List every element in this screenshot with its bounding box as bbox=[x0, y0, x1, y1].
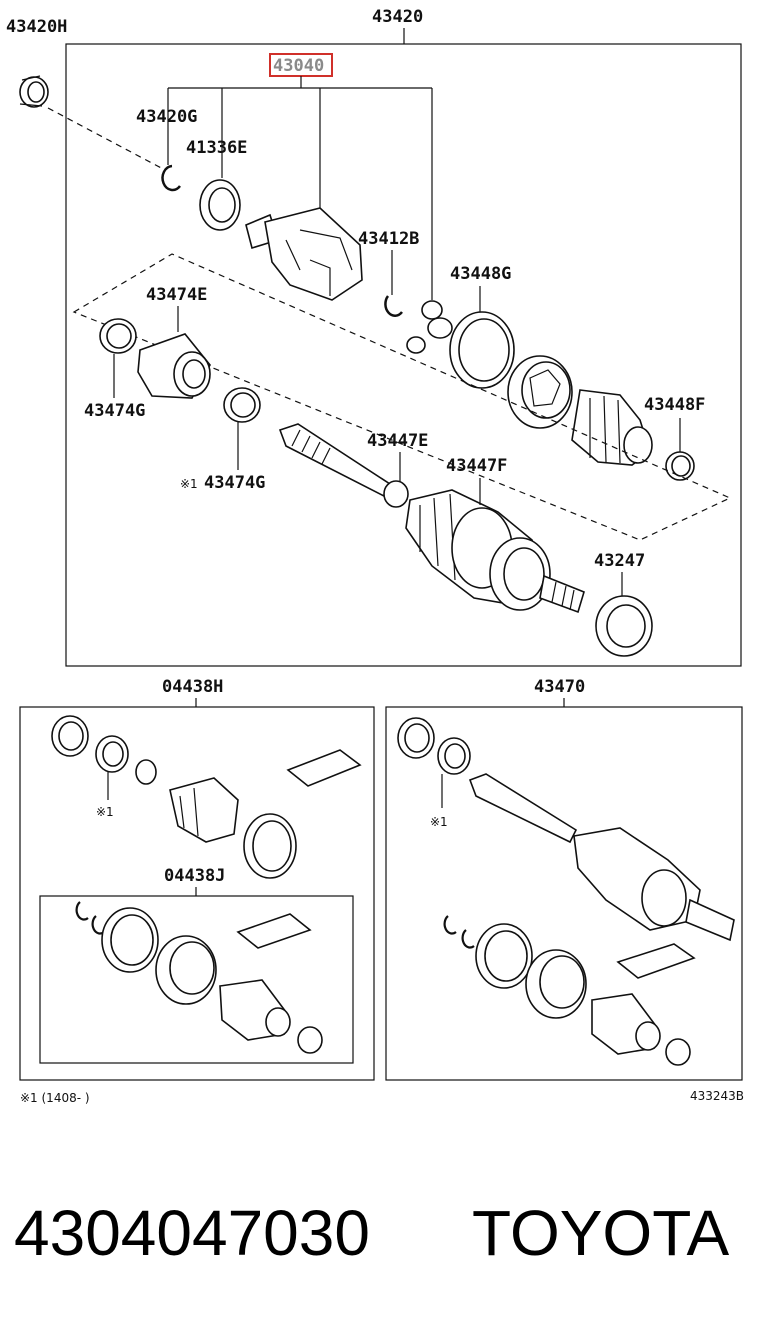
kit-left-frame bbox=[19, 706, 375, 1081]
seal-outer-part[interactable] bbox=[19, 75, 49, 108]
label-43412b[interactable]: 43412B bbox=[358, 229, 419, 249]
leader-dash-seal bbox=[47, 107, 166, 171]
label-41336e[interactable]: 41336E bbox=[186, 138, 247, 158]
outboard-boot[interactable] bbox=[405, 489, 585, 614]
label-43474e[interactable]: 43474E bbox=[146, 285, 207, 305]
label-43474g-left[interactable]: 43474G bbox=[84, 401, 145, 421]
kit-left-parts[interactable] bbox=[51, 715, 362, 879]
brand-name: TOYOTA bbox=[472, 1197, 730, 1269]
kit-right-parts[interactable] bbox=[397, 717, 735, 1066]
part-number: 4304047030 bbox=[14, 1197, 370, 1269]
note-mark-right: ※1 bbox=[430, 815, 448, 829]
inboard-boot[interactable] bbox=[571, 389, 653, 466]
label-04438h[interactable]: 04438H bbox=[162, 677, 223, 697]
damper-part[interactable] bbox=[137, 333, 211, 399]
band-small-part[interactable] bbox=[665, 451, 695, 481]
snap-ring-part[interactable] bbox=[161, 164, 181, 192]
band-large-part[interactable] bbox=[449, 311, 515, 389]
inboard-boot-ring[interactable] bbox=[507, 355, 573, 429]
label-43040[interactable]: 43040 bbox=[273, 56, 324, 76]
clamp-shaft-part[interactable] bbox=[383, 480, 409, 508]
label-43448f[interactable]: 43448F bbox=[644, 395, 705, 415]
label-43447e[interactable]: 43447E bbox=[367, 431, 428, 451]
label-43420[interactable]: 43420 bbox=[372, 7, 423, 27]
label-43420g[interactable]: 43420G bbox=[136, 107, 197, 127]
clamp-mid-part[interactable] bbox=[223, 387, 261, 423]
label-43247[interactable]: 43247 bbox=[594, 551, 645, 571]
label-43448g[interactable]: 43448G bbox=[450, 264, 511, 284]
leader-43040 bbox=[167, 76, 433, 300]
label-04438j[interactable]: 04438J bbox=[164, 866, 225, 886]
kit-right-frame bbox=[385, 706, 743, 1081]
inboard-joint-housing[interactable] bbox=[245, 207, 363, 301]
note-mark-left: ※1 bbox=[96, 805, 114, 819]
label-43470[interactable]: 43470 bbox=[534, 677, 585, 697]
label-43420h[interactable]: 43420H bbox=[6, 17, 67, 37]
outboard-seal-part[interactable] bbox=[595, 595, 653, 657]
seal-inner-part[interactable] bbox=[199, 179, 241, 231]
diagram-code: 433243B bbox=[690, 1089, 744, 1103]
kit-inner-frame bbox=[39, 895, 354, 1064]
kit-dashed-outline bbox=[72, 253, 732, 541]
kit-inner-parts[interactable] bbox=[75, 901, 323, 1054]
footnote: ※1 (1408- ) bbox=[20, 1091, 90, 1105]
label-43447f[interactable]: 43447F bbox=[446, 456, 507, 476]
clip-part[interactable] bbox=[384, 295, 403, 317]
clamp-left-part[interactable] bbox=[99, 318, 137, 354]
tripod-part[interactable] bbox=[406, 300, 453, 354]
label-43474g-mid[interactable]: 43474G bbox=[204, 473, 265, 493]
note-mark-main: ※1 bbox=[180, 477, 198, 491]
